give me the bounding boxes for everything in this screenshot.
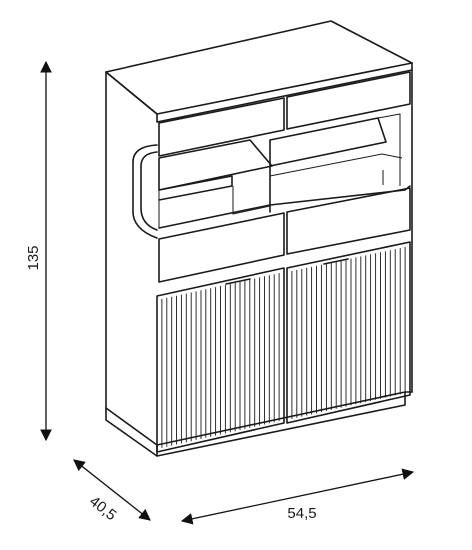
middle-drawers: [158, 187, 411, 283]
depth-arrow: [73, 459, 151, 521]
top-left-edge: [105, 71, 158, 115]
width-label: 54,5: [287, 505, 316, 522]
side-niche-outer: [132, 144, 158, 239]
upper-left-drawer: [158, 97, 285, 157]
shelf-right: [269, 153, 403, 177]
lower-left-door: [156, 267, 285, 453]
right-door-flutes: [291, 247, 406, 419]
width-arrow: [180, 468, 415, 525]
compartment-right-back: [377, 113, 401, 186]
left-door-handle: [225, 278, 251, 285]
middle-left-drawer: [158, 212, 285, 283]
right-door-handle: [323, 258, 349, 265]
shelf-left: [158, 175, 233, 201]
back-panel-left: [232, 186, 271, 215]
lower-right-door: [286, 241, 411, 424]
plinth-left: [105, 407, 158, 457]
height-dimension: 135: [25, 60, 52, 442]
top-panel: [105, 20, 413, 115]
plinth-front: [156, 391, 406, 457]
upper-drawers: [158, 71, 411, 157]
right-glass-flap: [269, 117, 387, 167]
top-front-edge: [156, 62, 413, 123]
depth-label: 40,5: [86, 493, 119, 524]
cabinet-body: [105, 20, 413, 457]
middle-right-drawer: [286, 187, 411, 255]
width-dimension: 54,5: [180, 468, 415, 525]
open-compartment: [158, 113, 411, 229]
upper-right-drawer: [286, 71, 411, 130]
lower-doors: [156, 241, 411, 453]
height-label: 135: [25, 245, 42, 270]
left-glass-flap: [158, 139, 273, 191]
depth-dimension: 40,5: [73, 459, 151, 524]
side-niche-inner: [140, 151, 158, 231]
left-door-flutes: [161, 273, 280, 448]
